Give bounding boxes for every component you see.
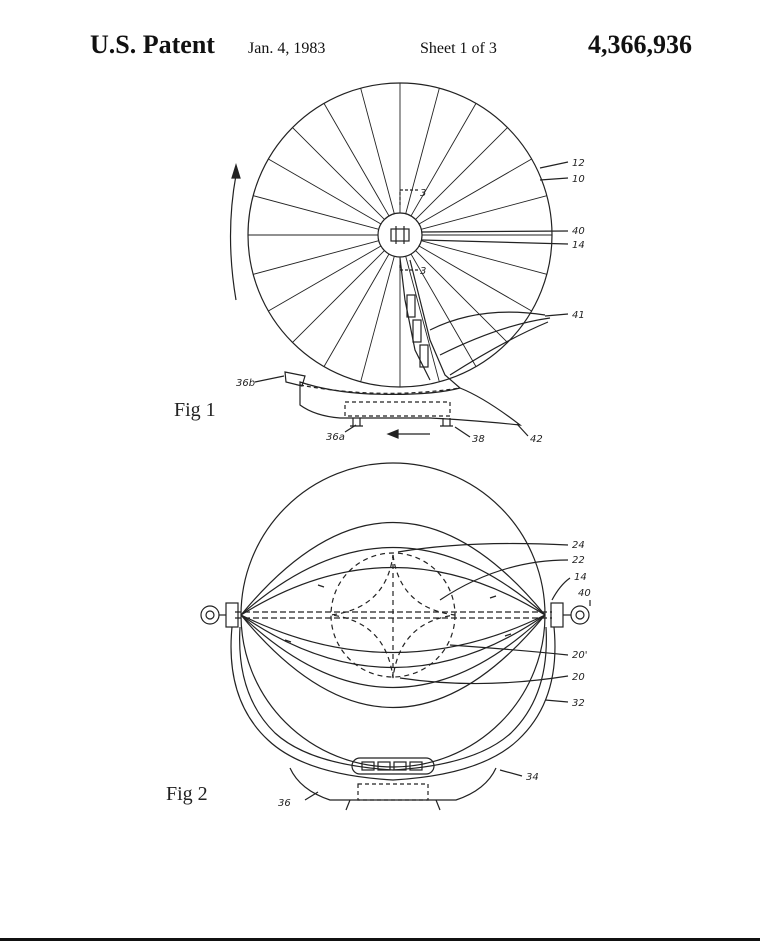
fig2-ref-20: 20 <box>572 672 585 683</box>
fig2-ref-40: 40 <box>578 588 591 599</box>
fig2-right-hinge <box>550 602 564 628</box>
fig1-fan-rib <box>405 256 440 382</box>
patent-number: 4,366,936 <box>588 30 692 59</box>
fig1-ref-3a: 3 <box>420 188 426 199</box>
fig2-rib-upper-1 <box>240 522 546 616</box>
fig1-ref-40: 40 <box>572 226 585 237</box>
fig1-fan-rib <box>410 103 477 217</box>
fig1-fan-rib <box>421 195 547 230</box>
fig2-left-knob <box>200 605 220 625</box>
fig1-handle-edge <box>409 259 461 389</box>
fig1-ref-38: 38 <box>472 434 485 445</box>
fig2-ref-20-prime: 20' <box>572 650 587 661</box>
fig1-fan-rib <box>292 127 385 220</box>
fig1-fan-rib <box>418 245 532 312</box>
fig2-rib-lower-1 <box>240 614 546 708</box>
sheet-indicator: Sheet 1 of 3 <box>420 40 497 57</box>
patent-date: Jan. 4, 1983 <box>248 40 326 57</box>
fig1-fan-rib <box>360 256 395 382</box>
fig1-fan-rib <box>323 253 390 367</box>
fig1-fan-rib <box>253 195 379 230</box>
fig2-ref-36: 36 <box>278 798 291 809</box>
fig1-fan-rib <box>415 250 508 343</box>
fig1-fan-rib <box>418 158 532 225</box>
fig1-ref-41: 41 <box>572 310 585 321</box>
fig1-fan-ribs <box>248 83 552 387</box>
fig1-ref-42: 42 <box>530 434 543 445</box>
fig1-rotation-arrow <box>229 174 237 301</box>
patent-title: U.S. Patent <box>90 30 215 59</box>
fig1-ref-36b: 36b <box>236 378 255 389</box>
fig2-ref-32: 32 <box>572 698 585 709</box>
fig1-ref-3b: 3 <box>420 266 426 277</box>
fig1-fan-rib <box>415 127 508 220</box>
fig2-ref-14: 14 <box>574 572 587 583</box>
fig2-right-knob <box>570 605 590 625</box>
fig1-hub-mount <box>390 228 410 242</box>
fig1-fan-rib <box>268 158 382 225</box>
fig1-fan-rib <box>268 245 382 312</box>
fig1-fan-rib <box>360 88 395 214</box>
fig1-fan-rib <box>253 240 379 275</box>
fig1-ref-36a: 36a <box>326 432 345 443</box>
bottom-rule <box>0 938 760 941</box>
fig2-ref-34: 34 <box>526 772 539 783</box>
fig1-hub <box>377 212 423 258</box>
fig2-left-hinge <box>225 602 239 628</box>
fig2-outer-disc <box>240 462 546 768</box>
fig1-fan-rib <box>292 250 385 343</box>
fig2-control-panel <box>351 757 435 775</box>
fig1-fan-rib <box>323 103 390 217</box>
fig2-yoke <box>230 626 556 781</box>
fig1-fan-rib <box>421 240 547 275</box>
fig1-label: Fig 1 <box>174 399 216 421</box>
fig2-hidden-star <box>330 554 456 679</box>
fig1-ref-14: 14 <box>572 240 585 251</box>
fig2-ref-22: 22 <box>572 555 585 566</box>
fig1-base <box>299 381 523 426</box>
fig1-drawing <box>229 82 569 439</box>
fig1-ref-12: 12 <box>572 158 585 169</box>
fig1-ref-10: 10 <box>572 174 585 185</box>
fig2-label: Fig 2 <box>166 783 208 805</box>
fig1-fan-rib <box>405 88 440 214</box>
fig2-ref-24: 24 <box>572 540 585 551</box>
fig1-fan-rib <box>410 253 477 367</box>
fig2-drawing <box>200 462 591 811</box>
